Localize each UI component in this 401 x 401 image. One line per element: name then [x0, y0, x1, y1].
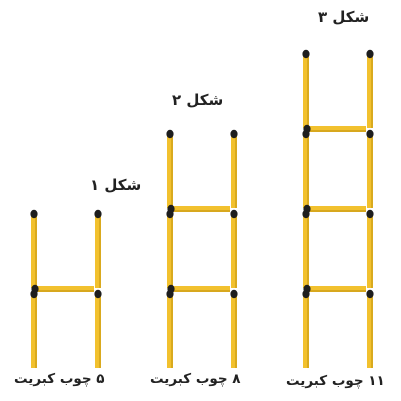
- figure-2-right-stick-2: [230, 209, 238, 288]
- figure-3-left-stick-1: [302, 289, 310, 368]
- figure-3-right-stick-2: [366, 209, 374, 288]
- figure-3-right-stick-1: [366, 289, 374, 368]
- figure-2-left-stick-3: [166, 129, 174, 208]
- figure-2-right-stick-3: [230, 129, 238, 208]
- figure-1-left-stick-2: [30, 209, 38, 288]
- figure-2-left-stick-2: [166, 209, 174, 288]
- figure-3-caption: ۱۱ چوب کبریت: [286, 373, 385, 389]
- figure-3-left-stick-3: [302, 129, 310, 208]
- figure-2-left-stick-1: [166, 289, 174, 368]
- figure-1-rung-1: [31, 284, 94, 294]
- figure-2-rung-1: [167, 284, 230, 294]
- figure-1-left-stick-1: [30, 289, 38, 368]
- figure-3-rung-2: [303, 204, 366, 214]
- figure-3-rung-3: [303, 124, 366, 134]
- figure-1-right-stick-2: [94, 209, 102, 288]
- figure-3-right-stick-4: [366, 49, 374, 128]
- figure-3-left-stick-2: [302, 209, 310, 288]
- figure-1-title: شکل ۱: [90, 176, 142, 194]
- figure-1-right-stick-1: [94, 289, 102, 368]
- figure-3-left-stick-4: [302, 49, 310, 128]
- figure-2-right-stick-1: [230, 289, 238, 368]
- figure-1-caption: ۵ چوب کبریت: [14, 371, 105, 387]
- figure-2-caption: ۸ چوب کبریت: [150, 371, 241, 387]
- figure-3-rung-1: [303, 284, 366, 294]
- figure-2-title: شکل ۲: [172, 91, 224, 109]
- figure-2-rung-2: [167, 204, 230, 214]
- figure-3-right-stick-3: [366, 129, 374, 208]
- figure-3-title: شکل ۳: [318, 8, 370, 26]
